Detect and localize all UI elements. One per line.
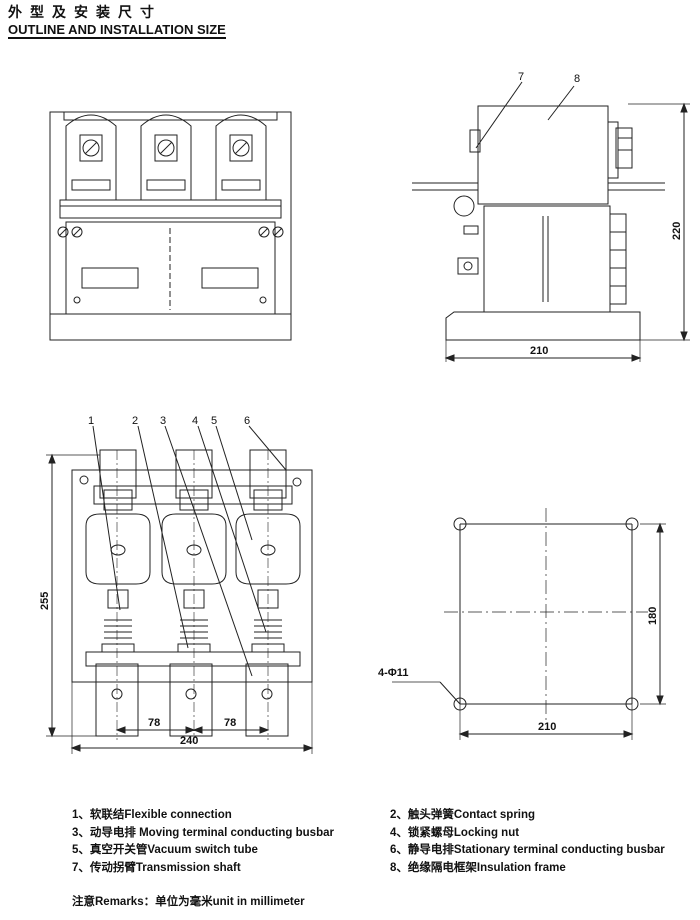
- callout-3: 3: [160, 415, 166, 427]
- header: 外型及安装尺寸 OUTLINE AND INSTALLATION SIZE: [8, 4, 226, 39]
- side-view: 7 8 220 210: [412, 71, 690, 362]
- title-en: OUTLINE AND INSTALLATION SIZE: [8, 22, 226, 39]
- legend-row: 7、传动拐臂Transmission shaft 8、绝缘隔电框架Insulat…: [72, 859, 692, 877]
- legend: 1、软联结Flexible connection 2、触头弹簧Contact s…: [72, 806, 692, 876]
- legend-item-5: 5、真空开关管Vacuum switch tube: [72, 844, 258, 856]
- legend-row: 3、动导电排 Moving terminal conducting busbar…: [72, 824, 692, 842]
- callout-8: 8: [574, 73, 580, 85]
- legend-item-3: 3、动导电排 Moving terminal conducting busbar: [72, 826, 334, 839]
- front-view: 1 2 3 4 5 6 255 78 78 240: [39, 415, 314, 754]
- legend-item-2: 2、触头弹簧Contact spring: [390, 809, 536, 821]
- dim-front-height: 255: [39, 592, 51, 610]
- legend-item-4: 4、锁紧螺母Locking nut: [390, 826, 520, 839]
- legend-item-6: 6、静导电排Stationary terminal conducting bus…: [390, 844, 665, 856]
- title-cn: 外型及安装尺寸: [8, 4, 162, 20]
- callout-5: 5: [211, 415, 217, 427]
- dim-side-height: 220: [671, 222, 683, 240]
- legend-row: 5、真空开关管Vacuum switch tube 6、静导电排Stationa…: [72, 841, 692, 859]
- legend-item-8: 8、绝缘隔电框架Insulation frame: [390, 861, 566, 874]
- legend-item-1: 1、软联结Flexible connection: [72, 809, 232, 821]
- dim-pitch-right: 78: [224, 717, 236, 729]
- dim-mount-width: 210: [538, 721, 556, 733]
- drawing-canvas: 7 8 220 210: [39, 71, 690, 754]
- top-view: [49, 111, 292, 341]
- dim-mount-height: 180: [647, 607, 659, 625]
- callout-1: 1: [88, 415, 94, 427]
- callout-4: 4: [192, 415, 198, 427]
- mounting-plan: 4-Φ11 180 210: [378, 508, 666, 740]
- legend-item-7: 7、传动拐臂Transmission shaft: [72, 861, 241, 874]
- mount-hole-label: 4-Φ11: [378, 667, 408, 679]
- dim-side-width: 210: [530, 345, 548, 357]
- remarks: 注意Remarks：单位为毫米unit in millimeter: [72, 896, 305, 908]
- callout-2: 2: [132, 415, 138, 427]
- legend-row: 1、软联结Flexible connection 2、触头弹簧Contact s…: [72, 806, 692, 824]
- dim-front-width: 240: [180, 735, 198, 747]
- callout-6: 6: [244, 415, 250, 427]
- dim-pitch-left: 78: [148, 717, 160, 729]
- callout-7: 7: [518, 71, 524, 83]
